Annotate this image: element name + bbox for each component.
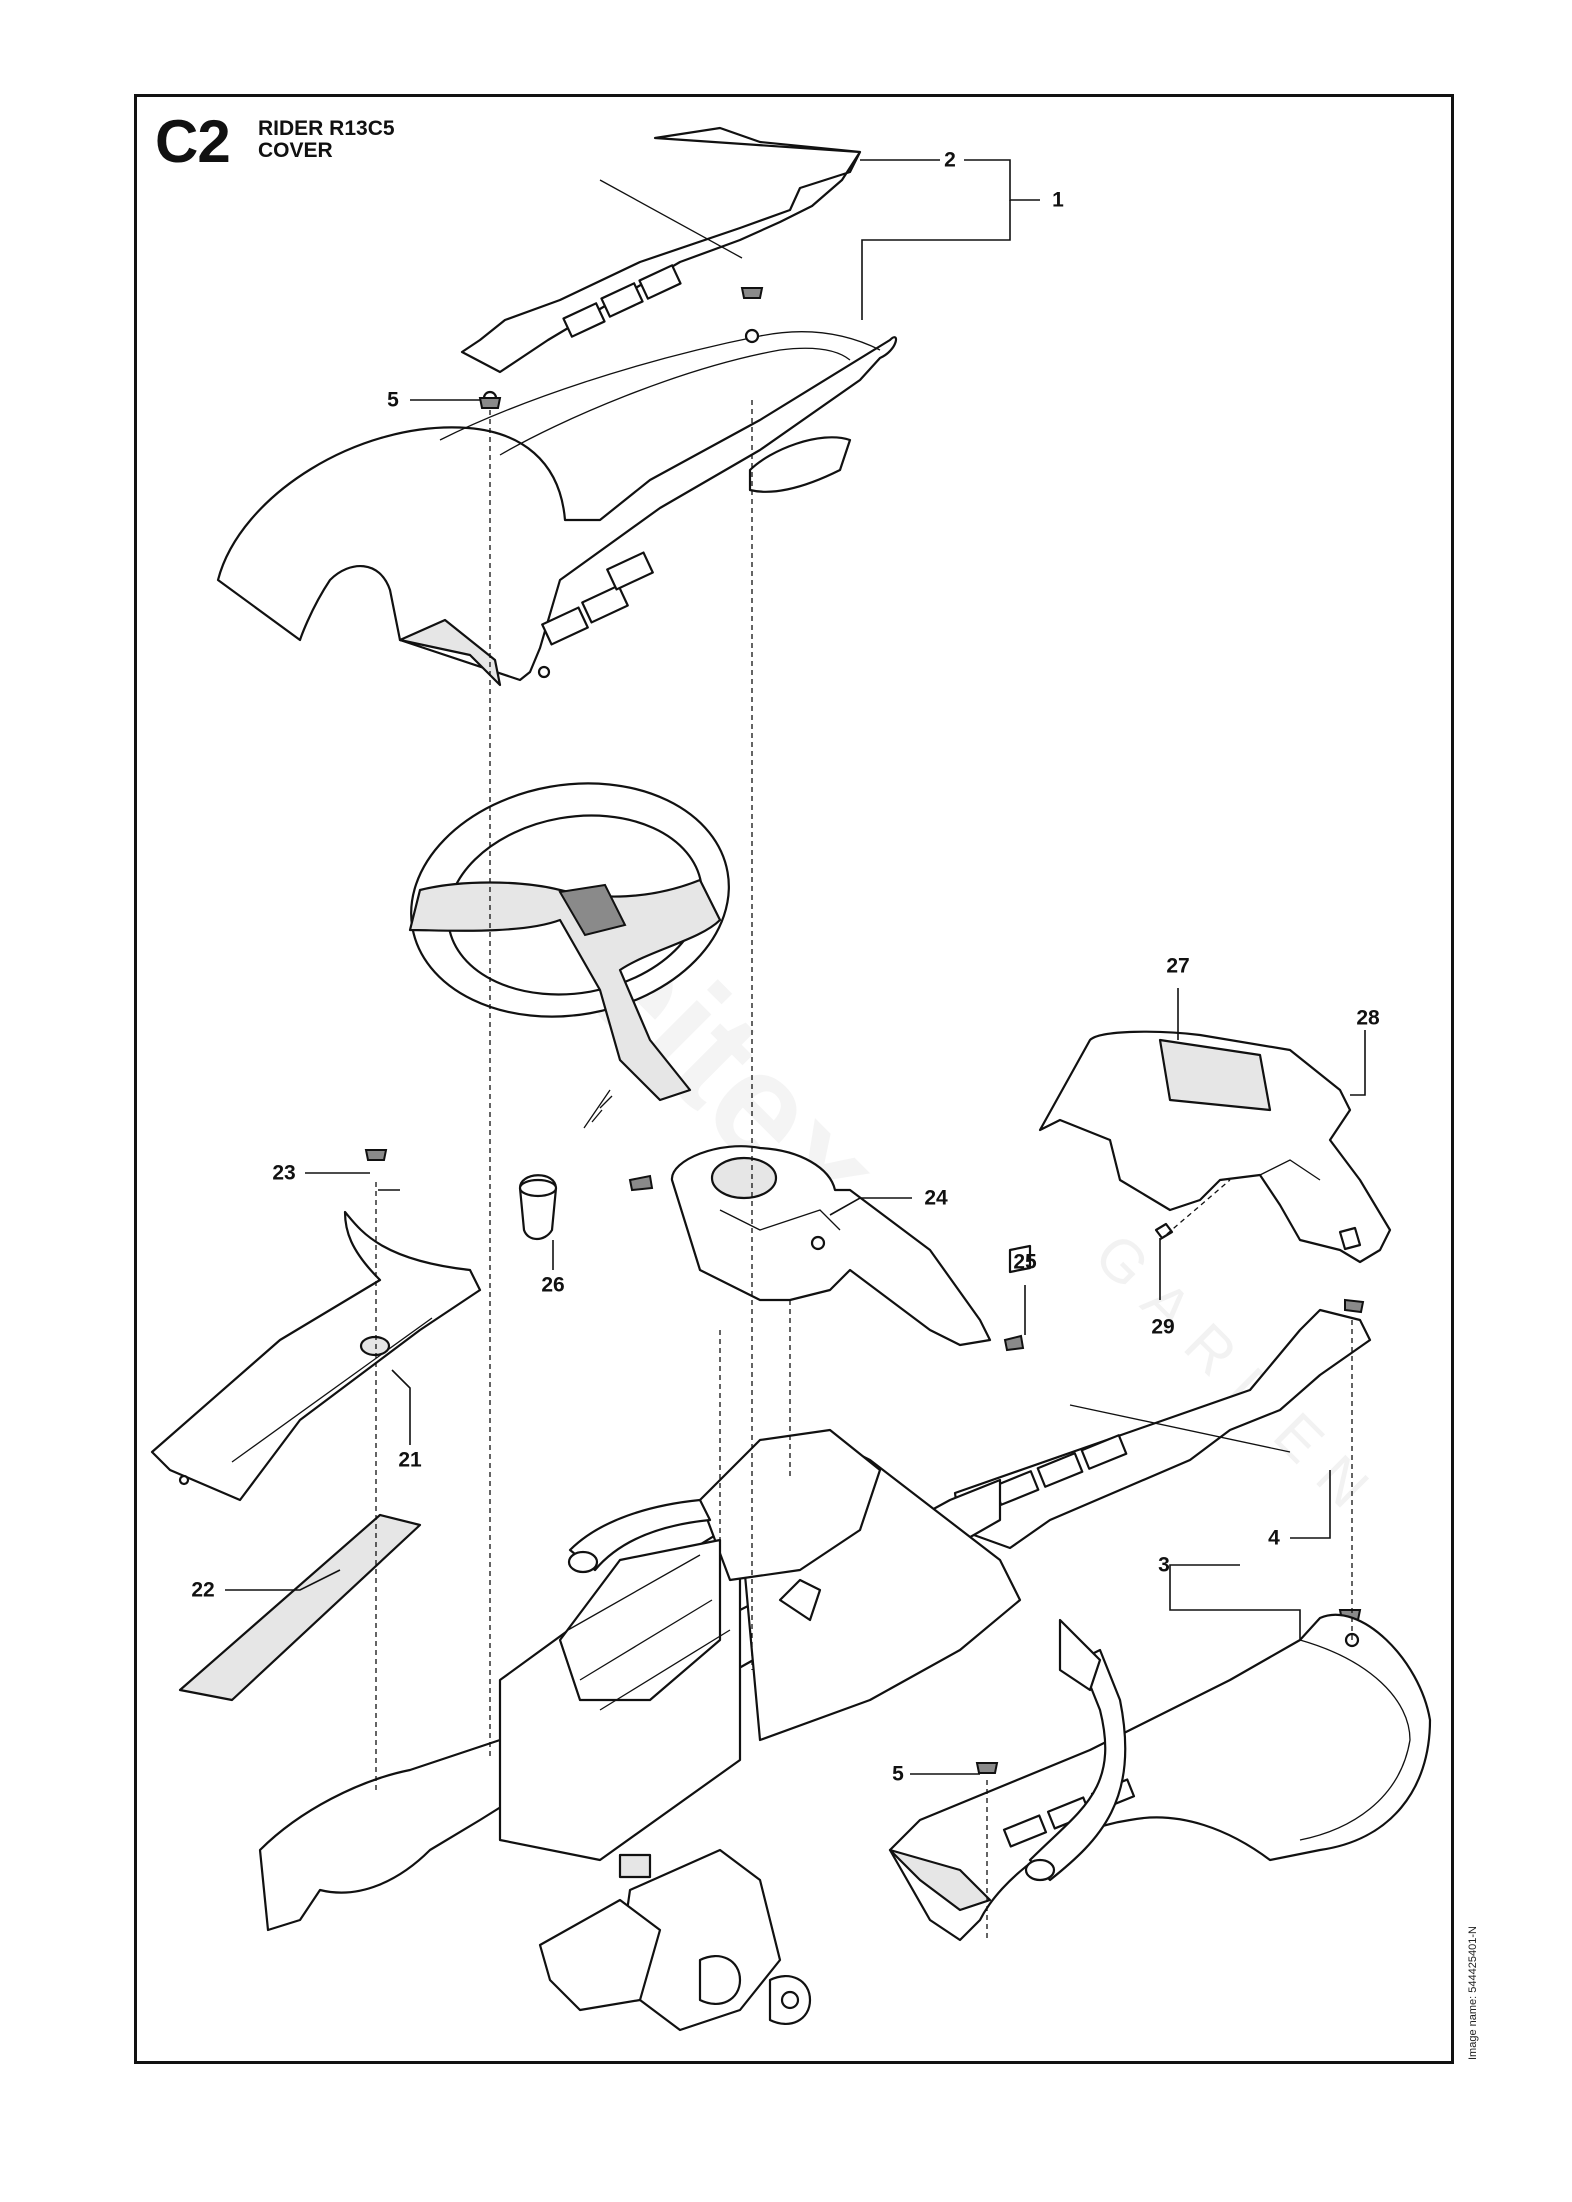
part-strip — [178, 1513, 422, 1702]
part-side-cover — [150, 1210, 482, 1502]
section-code: C2 — [155, 108, 231, 175]
callout-23: 23 — [272, 1161, 296, 1185]
callout-24: 24 — [924, 1186, 948, 1210]
part-chassis — [258, 1428, 1022, 2032]
alignment-lines — [375, 400, 1353, 1940]
part-rear-decal — [460, 126, 862, 374]
handles — [567, 1498, 1127, 1882]
part-nut — [1154, 1222, 1174, 1240]
callout-5-top: 5 — [387, 388, 399, 412]
part-steering-wheel — [408, 782, 730, 1102]
part-column-cover — [670, 1145, 992, 1347]
callout-1: 1 — [1052, 188, 1064, 212]
callout-22: 22 — [191, 1578, 215, 1602]
part-rear-fender — [216, 328, 898, 687]
callout-4: 4 — [1268, 1526, 1280, 1550]
part-front-decal — [953, 1308, 1372, 1550]
callout-2: 2 — [944, 148, 956, 172]
group-name: COVER — [258, 139, 333, 162]
screws — [364, 287, 1365, 1774]
callout-5-bottom: 5 — [892, 1762, 904, 1786]
callout-21: 21 — [398, 1448, 422, 1472]
model-name: RIDER R13C5 — [258, 117, 395, 140]
callout-28: 28 — [1356, 1006, 1380, 1030]
part-dash-cover — [1038, 1030, 1392, 1264]
part-front-fender — [888, 1613, 1432, 1942]
callout-29: 29 — [1151, 1315, 1175, 1339]
part-knob — [518, 1089, 613, 1241]
callout-3: 3 — [1158, 1553, 1170, 1577]
callout-25: 25 — [1013, 1250, 1037, 1274]
callout-27: 27 — [1166, 954, 1190, 978]
callout-26: 26 — [541, 1273, 565, 1297]
image-name-label: Image name: 544425401-N — [1467, 1926, 1479, 2060]
title-block: RIDER R13C5 COVER — [258, 118, 395, 162]
bolts — [1008, 1226, 1362, 1274]
leader-lines — [225, 159, 1366, 1775]
